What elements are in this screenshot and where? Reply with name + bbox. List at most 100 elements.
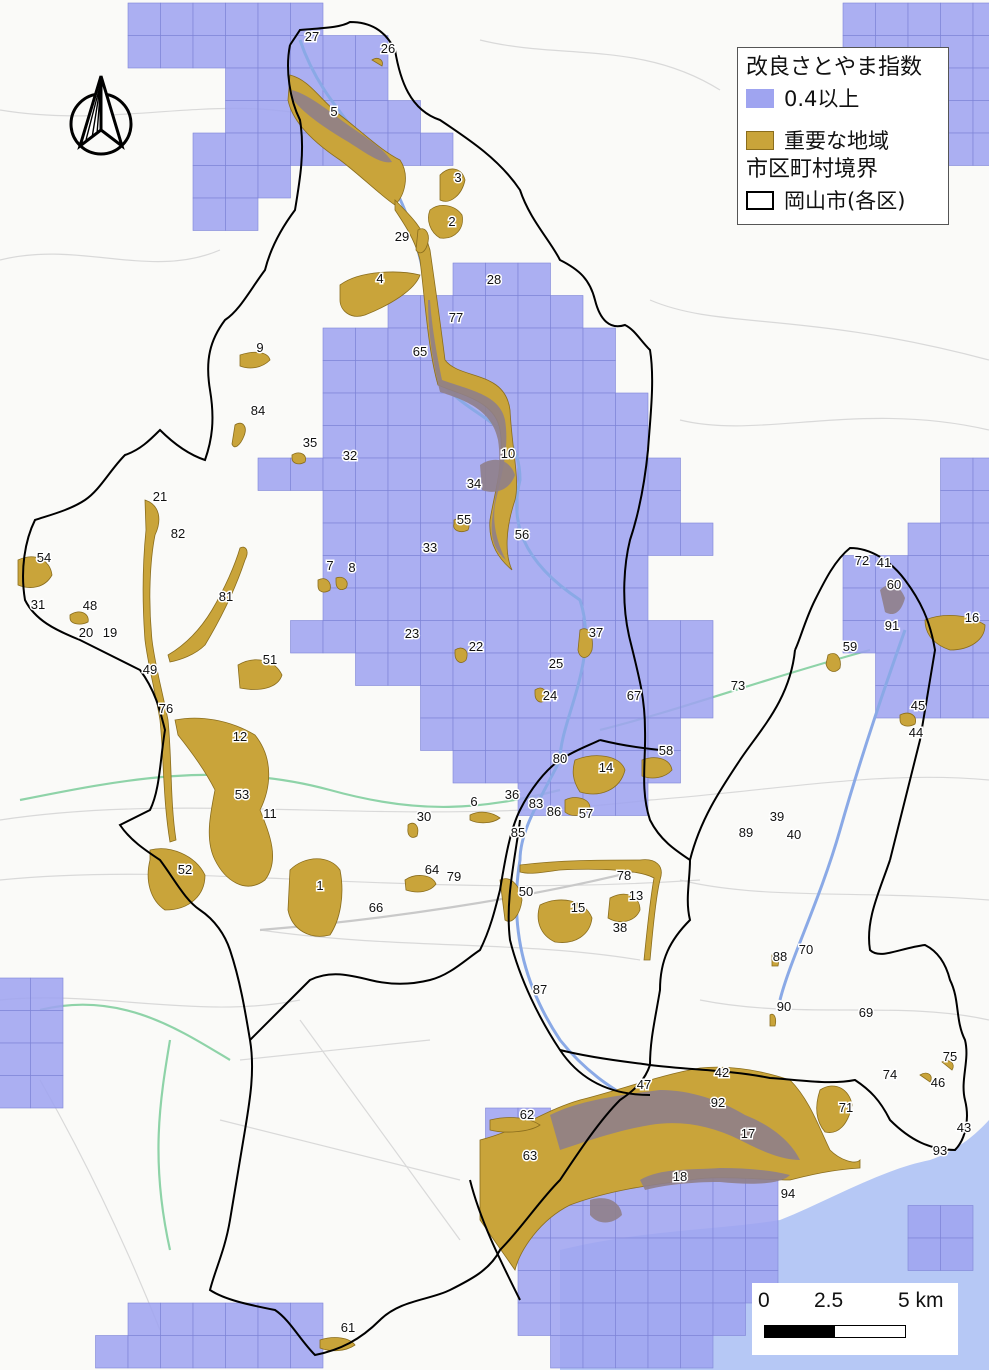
grid-cell bbox=[420, 392, 454, 426]
area-label-48: 48 bbox=[83, 598, 97, 613]
area-1 bbox=[287, 858, 343, 937]
grid-cell bbox=[485, 620, 519, 654]
area-label-26: 26 bbox=[381, 41, 395, 56]
grid-cell bbox=[972, 555, 989, 589]
area-label-22: 22 bbox=[469, 639, 483, 654]
area-label-46: 46 bbox=[931, 1075, 945, 1090]
grid-cell bbox=[550, 620, 584, 654]
grid-cell bbox=[225, 1302, 259, 1336]
area-label-76: 76 bbox=[159, 701, 173, 716]
grid-cell bbox=[615, 555, 649, 589]
area-label-27: 27 bbox=[305, 29, 319, 44]
area-label-64: 64 bbox=[425, 862, 439, 877]
area-label-17: 17 bbox=[741, 1126, 755, 1141]
grid-cell bbox=[517, 360, 551, 394]
area-label-75: 75 bbox=[943, 1049, 957, 1064]
area-small-4 bbox=[407, 687, 547, 838]
grid-cell bbox=[907, 1237, 941, 1271]
area-13-38-78 bbox=[519, 859, 662, 961]
area-label-9: 9 bbox=[256, 340, 263, 355]
grid-cell bbox=[647, 1302, 681, 1336]
grid-cell bbox=[225, 165, 259, 199]
area-label-3: 3 bbox=[454, 170, 461, 185]
grid-cell bbox=[972, 457, 989, 491]
grid-cell bbox=[907, 1205, 941, 1239]
grid-cell bbox=[680, 1270, 714, 1304]
grid-cell bbox=[615, 522, 649, 556]
area-4 bbox=[339, 271, 421, 317]
area-label-67: 67 bbox=[627, 688, 641, 703]
grid-cell bbox=[582, 1270, 616, 1304]
grid-cell bbox=[972, 2, 989, 36]
grid-cell bbox=[322, 457, 356, 491]
grid-cell bbox=[322, 620, 356, 654]
grid-cell bbox=[907, 2, 941, 36]
grid-cell bbox=[452, 620, 486, 654]
grid-cell bbox=[647, 1335, 681, 1369]
area-label-85: 85 bbox=[511, 825, 525, 840]
area-21-82-49 bbox=[142, 499, 177, 843]
area-label-79: 79 bbox=[447, 869, 461, 884]
grid-cell bbox=[322, 522, 356, 556]
area-label-18: 18 bbox=[673, 1169, 687, 1184]
grid-cell bbox=[160, 1302, 194, 1336]
grid-cell bbox=[875, 2, 909, 36]
grid-cell bbox=[680, 620, 714, 654]
grid-cell bbox=[647, 685, 681, 719]
area-label-23: 23 bbox=[405, 626, 419, 641]
area-label-10: 10 bbox=[501, 446, 515, 461]
area-label-16: 16 bbox=[965, 610, 979, 625]
grid-cell bbox=[485, 327, 519, 361]
grid-cell bbox=[160, 2, 194, 36]
grid-cell bbox=[420, 652, 454, 686]
grid-cell bbox=[517, 425, 551, 459]
area-label-83: 83 bbox=[529, 796, 543, 811]
grid-cell bbox=[550, 652, 584, 686]
grid-cell bbox=[972, 652, 989, 686]
area-54 bbox=[17, 556, 53, 588]
area-label-89: 89 bbox=[739, 825, 753, 840]
area-label-29: 29 bbox=[395, 229, 409, 244]
grid-cell bbox=[712, 1237, 746, 1271]
boundary-swatch bbox=[746, 190, 774, 210]
grid-cell bbox=[225, 35, 259, 69]
grid-cell bbox=[842, 587, 876, 621]
area-62 bbox=[489, 1117, 541, 1133]
grid-cell bbox=[940, 1237, 974, 1271]
area-label-44: 44 bbox=[909, 725, 923, 740]
grid-cell bbox=[225, 132, 259, 166]
grid-cell bbox=[517, 652, 551, 686]
grid-cell bbox=[452, 717, 486, 751]
area-label-37: 37 bbox=[589, 625, 603, 640]
grid-cell bbox=[257, 165, 291, 199]
grid-cell bbox=[647, 522, 681, 556]
grid-cell bbox=[0, 1010, 31, 1044]
grid-cell bbox=[745, 1205, 779, 1239]
grid-cell bbox=[0, 1042, 31, 1076]
area-58 bbox=[641, 757, 673, 779]
area-label-4: 4 bbox=[376, 271, 383, 286]
grid-cell bbox=[517, 490, 551, 524]
area-3 bbox=[439, 168, 466, 202]
area-label-34: 34 bbox=[467, 476, 481, 491]
area-label-21: 21 bbox=[153, 489, 167, 504]
grid-cell bbox=[615, 782, 649, 816]
grid-cell bbox=[322, 490, 356, 524]
grid-cell bbox=[355, 457, 389, 491]
grid-cell bbox=[582, 652, 616, 686]
grid-cell bbox=[30, 1010, 64, 1044]
area-small-2 bbox=[69, 452, 307, 625]
grid-cell bbox=[420, 490, 454, 524]
grid-cell bbox=[322, 327, 356, 361]
area-label-62: 62 bbox=[520, 1107, 534, 1122]
grid-cell bbox=[517, 262, 551, 296]
area-label-53: 53 bbox=[235, 787, 249, 802]
grid-cell bbox=[582, 1335, 616, 1369]
grid-cell bbox=[517, 392, 551, 426]
legend-important-row: 重要な地域 bbox=[746, 124, 948, 156]
grid-cell bbox=[550, 327, 584, 361]
area-label-58: 58 bbox=[659, 743, 673, 758]
grid-cell bbox=[517, 295, 551, 329]
area-label-91: 91 bbox=[885, 618, 899, 633]
